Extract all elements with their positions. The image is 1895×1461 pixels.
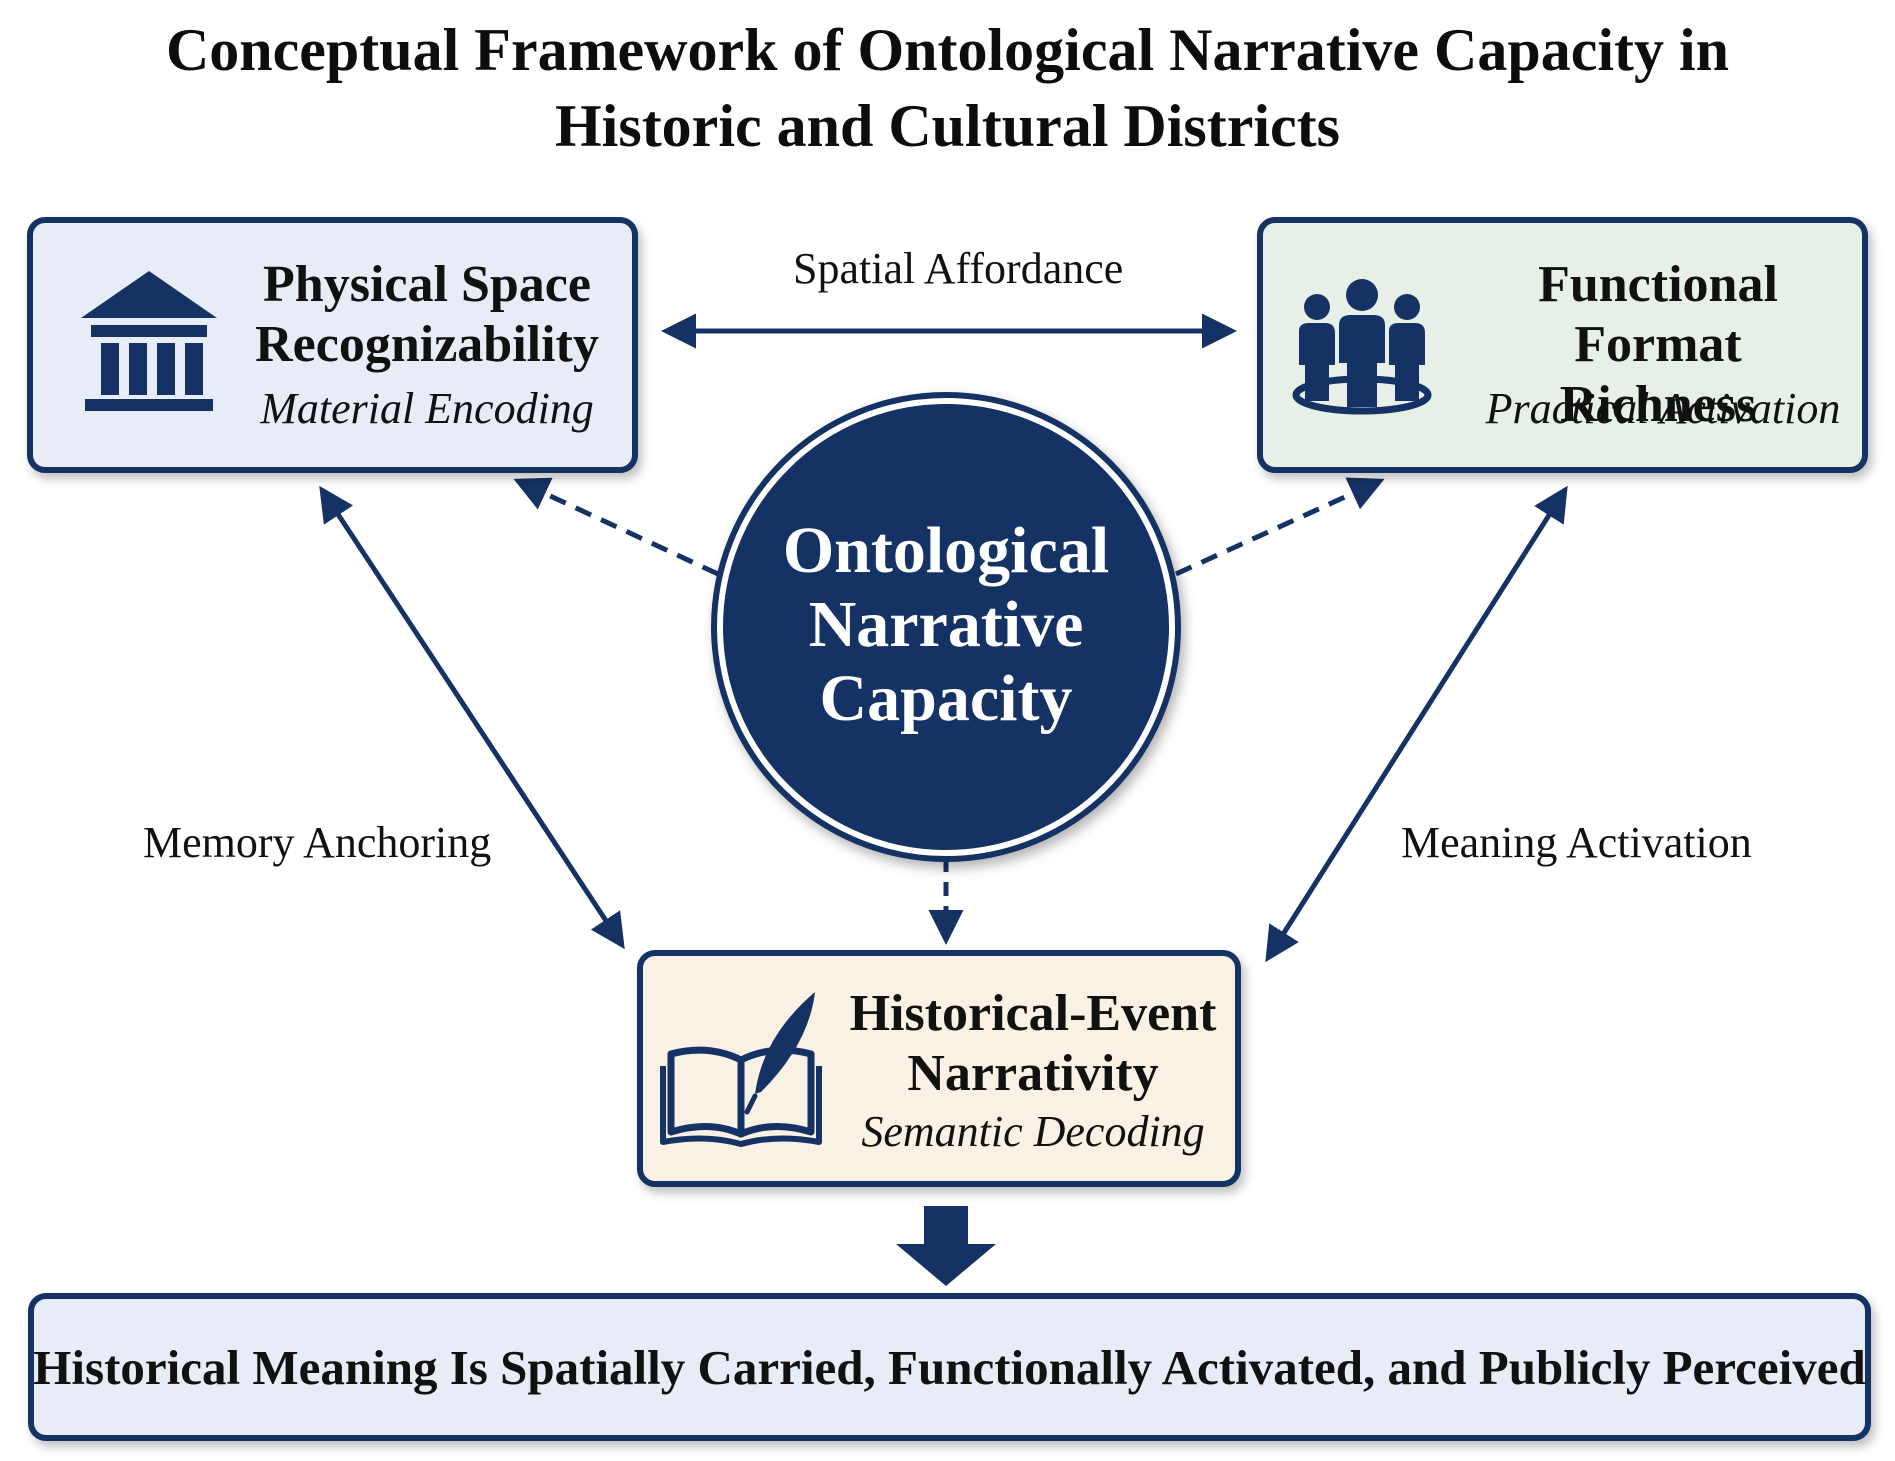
- title-line-1: Conceptual Framework of Ontological Narr…: [165, 17, 1730, 83]
- center-to-functional-dashed-arrow: [1174, 477, 1385, 577]
- center-label: Ontological Narrative Capacity: [723, 514, 1169, 736]
- page-title: Conceptual Framework of Ontological Narr…: [0, 12, 1895, 164]
- functional-title-line-2: Richness: [1559, 376, 1757, 433]
- people-group-icon: [1292, 279, 1432, 415]
- center-label-line-2: Narrative: [808, 588, 1084, 661]
- memory-anchoring-label: Memory Anchoring: [143, 818, 492, 867]
- node-functional-format: Functional Format Richness Practical Act…: [1257, 217, 1868, 473]
- historical-title-line-2: Narrativity: [907, 1045, 1159, 1102]
- spatial-affordance-label: Spatial Affordance: [793, 244, 1124, 293]
- outcome-block-arrow: [896, 1206, 996, 1286]
- physical-title-line-1: Physical Space: [263, 256, 591, 313]
- physical-subtitle: Material Encoding: [260, 384, 594, 433]
- center-to-physical-dashed-arrow: [513, 477, 720, 577]
- physical-title-line-2: Recognizability: [255, 316, 599, 373]
- historical-title-line-1: Historical-Event: [849, 985, 1217, 1042]
- center-ontological-narrative-capacity: Ontological Narrative Capacity: [717, 398, 1175, 856]
- book-quill-icon: [660, 992, 822, 1147]
- memory-anchoring-arrow: [319, 485, 625, 950]
- historical-subtitle: Semantic Decoding: [861, 1107, 1205, 1156]
- functional-title: Functional Format Richness: [1453, 255, 1863, 435]
- physical-title: Physical Space Recognizability: [247, 255, 607, 375]
- historical-title: Historical-Event Narrativity: [843, 984, 1223, 1104]
- node-historical-event: Historical-Event Narrativity Semantic De…: [637, 950, 1241, 1187]
- node-physical-space: Physical Space Recognizability Material …: [27, 217, 638, 473]
- meaning-activation-label: Meaning Activation: [1401, 818, 1752, 867]
- center-label-line-1: Ontological: [782, 514, 1110, 587]
- center-label-line-3: Capacity: [819, 662, 1073, 735]
- functional-title-line-1: Functional Format: [1538, 256, 1778, 373]
- functional-subtitle: Practical Activation: [1485, 384, 1841, 433]
- building-columns-icon: [81, 271, 217, 411]
- title-line-2: Historic and Cultural Districts: [555, 93, 1340, 159]
- meaning-activation-arrow: [1265, 485, 1568, 963]
- outcome-box: Historical Meaning Is Spatially Carried,…: [28, 1293, 1871, 1441]
- outcome-text: Historical Meaning Is Spatially Carried,…: [33, 1339, 1866, 1395]
